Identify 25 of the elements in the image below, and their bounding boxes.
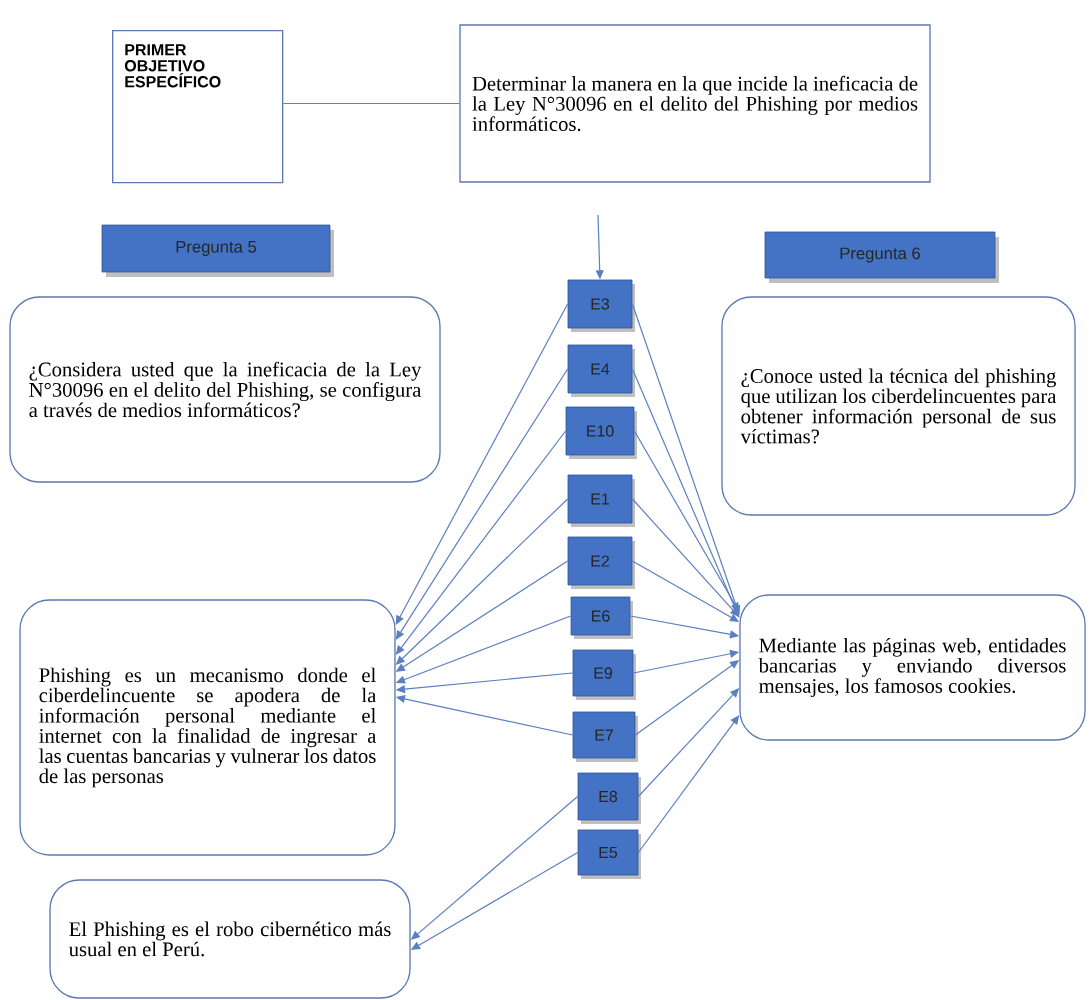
text-box: Phishing es un mecanismo donde el ciberdelincuente se apodera de la información personal mediante el internet con la finalidad de ingresar a las cuentas bancarias y vulnerar los datos de las personas (19, 599, 396, 856)
question-label-bar: Pregunta 6 (764, 231, 999, 283)
text-box: ¿Conoce usted la técnica del phishing que utilizan los ciberdelincuentes para obtener información personal de sus víctimas? (721, 296, 1076, 516)
interviewee-box: E3 (567, 279, 635, 332)
question-label-bar: Pregunta 5 (101, 224, 334, 277)
interviewee-box: E8 (577, 772, 641, 824)
text-box: El Phishing es el robo cibernético más usual en el Perú. (49, 879, 411, 999)
text-box: ¿Considera usted que la ineficacia de la Ley N°30096 en el delito del Phishing, se configura a través de medios informáticos? (9, 296, 441, 483)
arrow (631, 303, 741, 615)
arrow (395, 430, 567, 655)
interviewee-box: E9 (572, 649, 636, 700)
interviewee-box: E4 (567, 344, 635, 397)
interviewee-box: E7 (572, 711, 638, 762)
interviewee-box: E5 (577, 829, 641, 879)
arrow (633, 430, 740, 612)
arrow (395, 303, 569, 625)
connector-line (282, 102, 460, 105)
interviewee-box: E10 (565, 406, 637, 459)
interviewee-box: E6 (570, 596, 633, 639)
text-box: Mediante las páginas web, entidades bancarias y enviando diversos mensajes, los famosos cookies. (739, 594, 1086, 741)
objective-box: PRIMER OBJETIVO ESPECÍFICO (112, 30, 284, 184)
interviewee-box: E1 (567, 474, 635, 527)
interviewee-box: E2 (567, 536, 635, 589)
arrow (395, 368, 569, 640)
objective-text-box: Determinar la manera en la que incide la ineficacia de la Ley N°30096 en el delito del Phishing por medios informáticos. (459, 24, 931, 183)
